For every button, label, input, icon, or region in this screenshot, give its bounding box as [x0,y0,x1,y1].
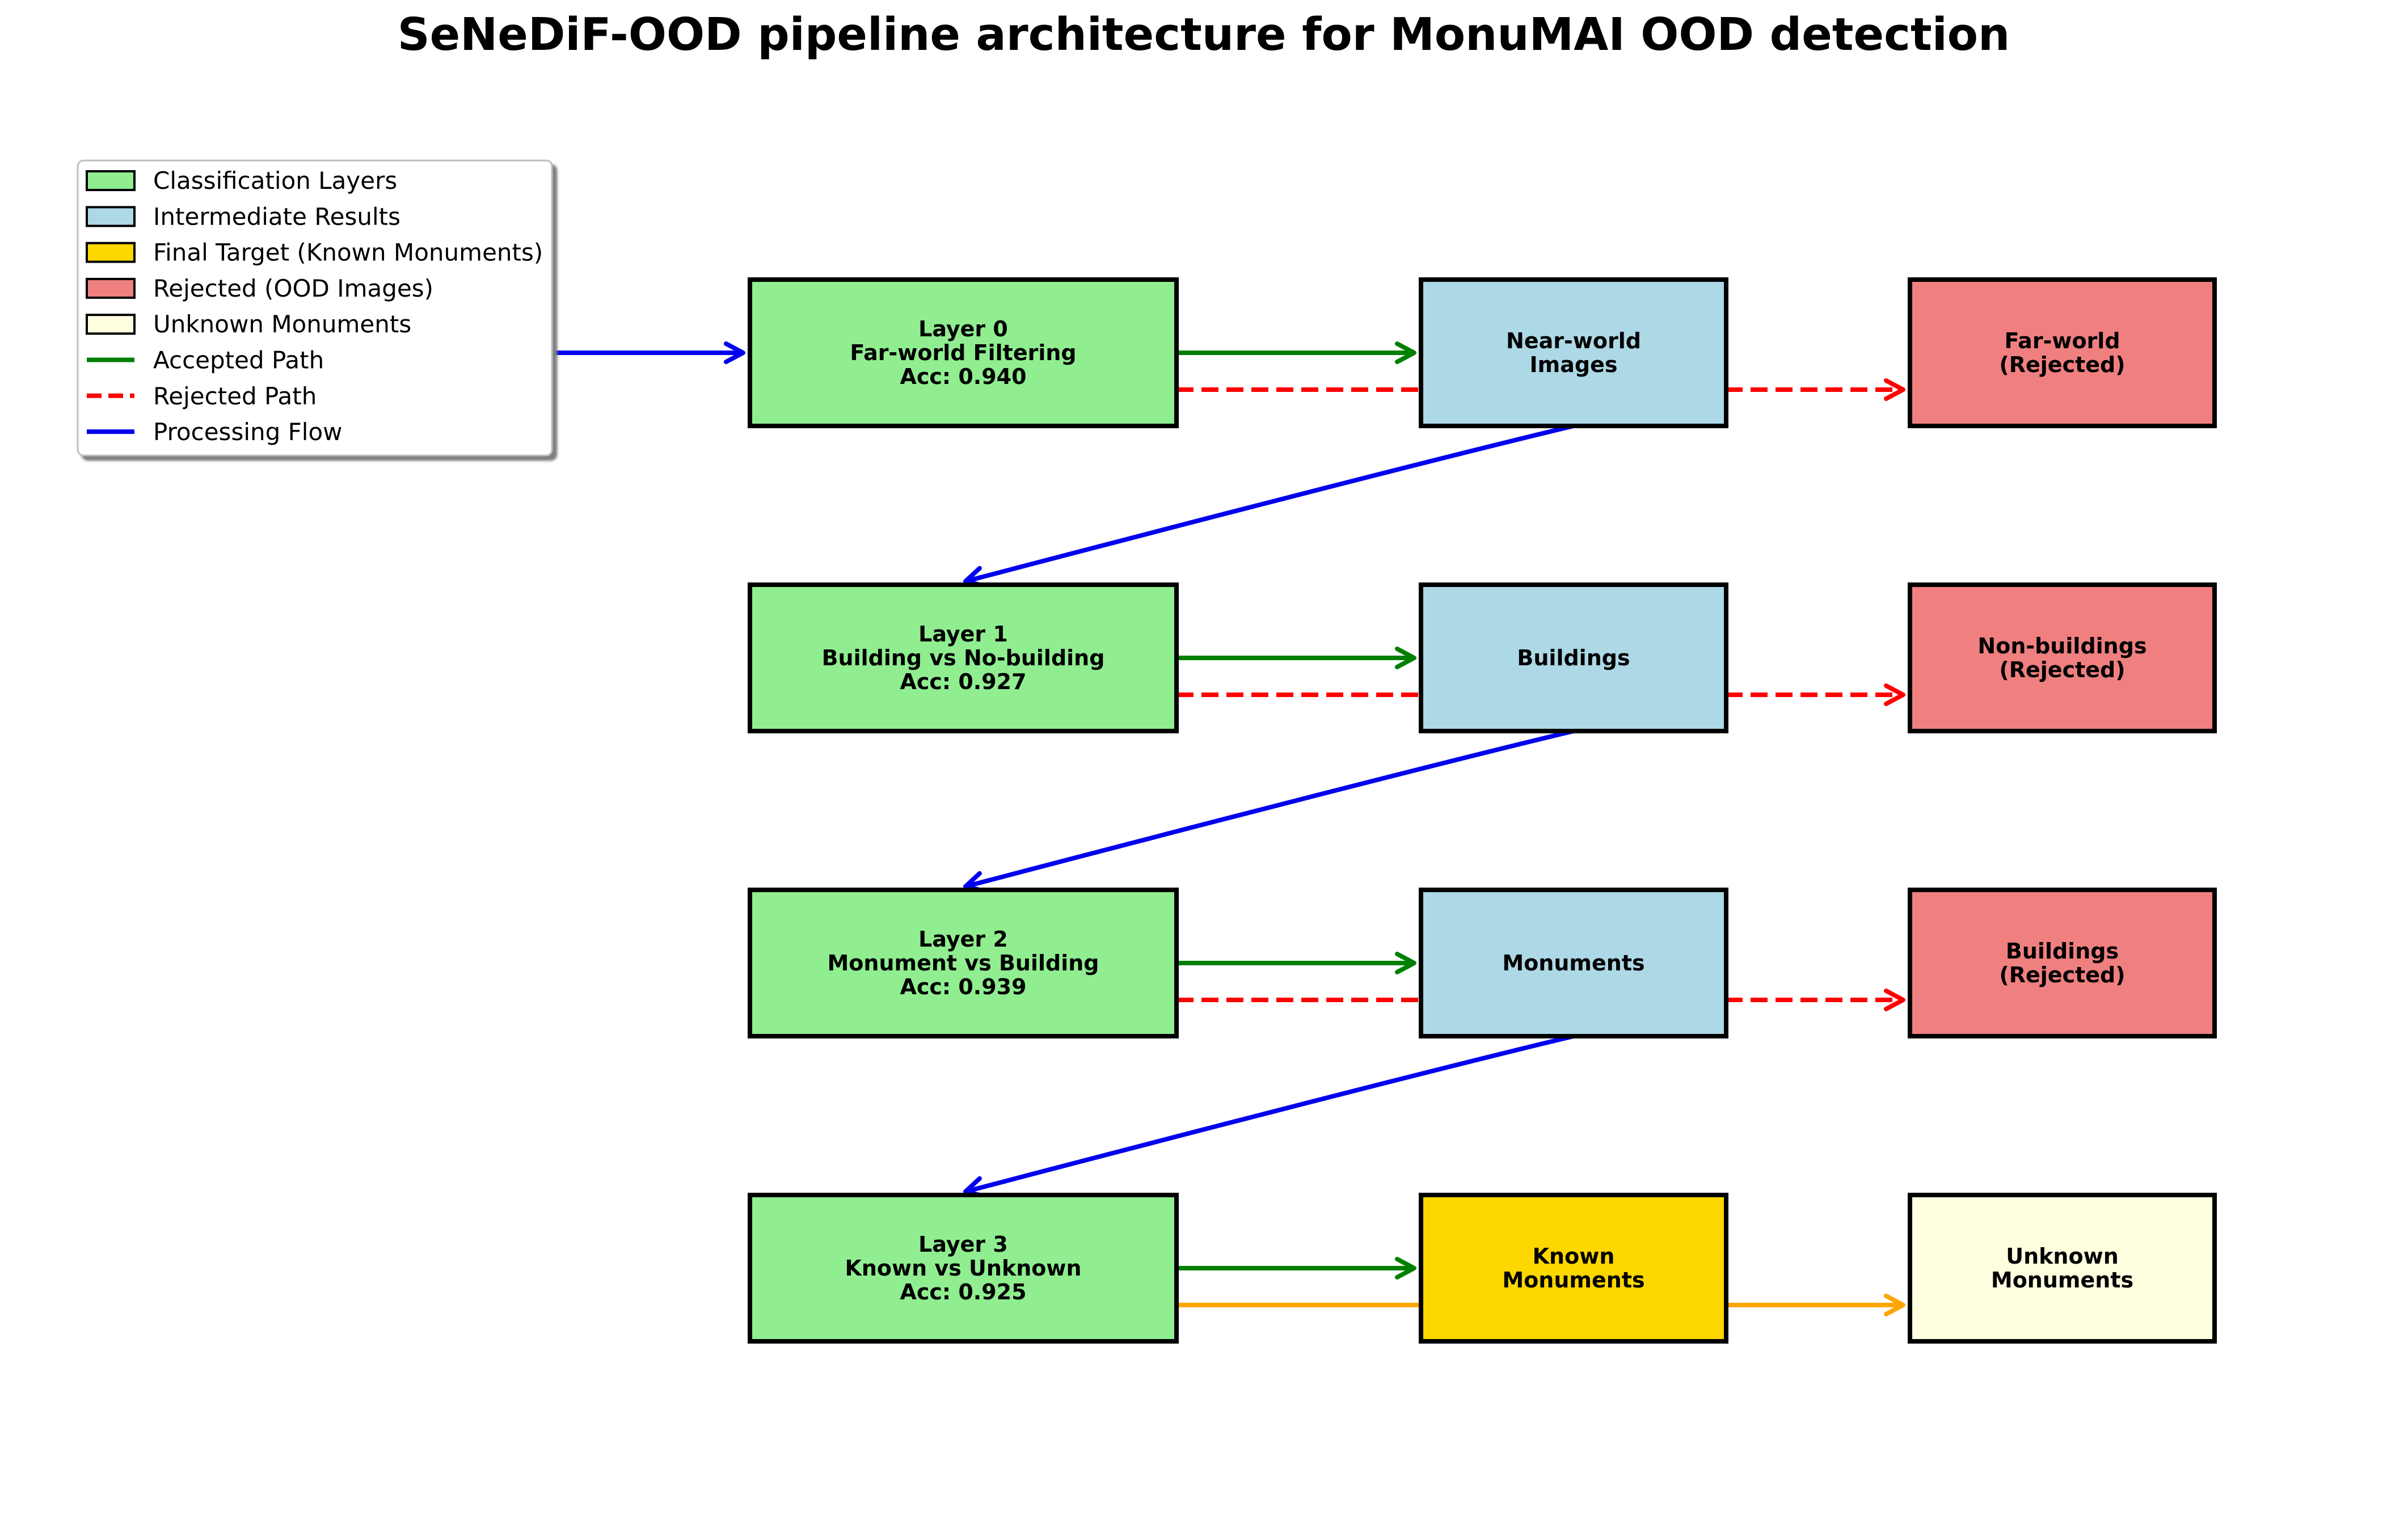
layer-box-3-rect [748,1193,1179,1344]
legend-item-4: Unknown Monuments [86,310,411,338]
layer-box-0-line-2: Acc: 0.940 [900,364,1026,389]
legend-label-4: Unknown Monuments [153,310,411,338]
legend-item-1: Intermediate Results [86,202,400,230]
result-box-3-line-0: Known [1533,1244,1615,1269]
result-box-2: Monuments [1419,888,1728,1038]
outcome-box-0: Far-world(Rejected) [1908,277,2217,428]
result-box-3-rect [1419,1193,1728,1344]
input-flow-arrow-head [724,341,745,364]
diagram-title: SeNeDiF-OOD pipeline architecture for Mo… [398,9,2010,61]
result-box-0-line-0: Near-world [1506,328,1641,353]
legend-label-7: Processing Flow [153,418,343,446]
accepted-path-arrow-0-head [1395,341,1416,364]
accepted-path-arrow-3-head [1395,1257,1416,1280]
processing-flow-arrow-1 [964,729,1574,889]
legend-swatch-2 [86,242,136,263]
result-box-1-rect [1419,582,1728,733]
layer-box-1-line-2: Acc: 0.927 [900,669,1026,694]
accepted-path-arrow-1-head [1395,647,1416,669]
processing-flow-arrow-0 [964,424,1574,584]
legend-item-0: Classification Layers [86,167,397,195]
result-box-0-line-1: Images [1530,352,1618,377]
outcome-box-2-rect [1908,888,2217,1038]
accepted-path-arrow-2-head [1395,952,1416,974]
layer-box-1-line-0: Layer 1 [918,622,1008,647]
layer-box-2-line-2: Acc: 0.939 [900,974,1026,999]
legend-label-1: Intermediate Results [153,202,400,230]
layer-box-2-rect [748,888,1179,1038]
layer-box-1-line-1: Building vs No-building [822,645,1105,670]
outcome-box-1-line-1: (Rejected) [1999,657,2125,682]
outcome-box-3-rect [1908,1193,2217,1344]
outcome-box-2-line-0: Buildings [2006,939,2119,964]
outcome-box-0-line-1: (Rejected) [1999,352,2125,377]
legend-item-6: Rejected Path [87,382,317,410]
legend-item-5: Accepted Path [87,347,324,374]
outcome-box-1: Non-buildings(Rejected) [1908,582,2217,733]
legend-swatch-4 [86,314,136,335]
outcome-box-2: Buildings(Rejected) [1908,888,2217,1038]
outcome-box-0-rect [1908,277,2217,428]
result-box-1-line-0: Buildings [1517,645,1630,670]
unknown-path-arrow-head [1884,1294,1905,1316]
result-box-2-line-0: Monuments [1502,951,1644,976]
layer-box-3-line-2: Acc: 0.925 [900,1280,1026,1304]
layer-box-0-rect [748,277,1179,428]
legend-item-2: Final Target (Known Monuments) [86,239,543,267]
legend-swatch-1 [86,206,136,227]
layer-box-3-line-1: Known vs Unknown [845,1256,1081,1281]
outcome-box-1-rect [1908,582,2217,733]
legend-label-0: Classification Layers [153,167,397,195]
layer-box-3-line-0: Layer 3 [918,1232,1008,1257]
legend-item-3: Rejected (OOD Images) [86,275,433,302]
legend-label-5: Accepted Path [153,347,324,374]
outcome-box-3-line-0: Unknown [2006,1244,2119,1269]
legend-swatch-3 [86,277,136,299]
result-box-3-line-1: Monuments [1502,1268,1644,1293]
result-box-0-rect [1419,277,1728,428]
legend-item-7: Processing Flow [87,418,343,446]
rejected-path-arrow-1-head [1884,683,1905,706]
outcome-box-1-line-0: Non-buildings [1977,634,2146,658]
layer-box-0-line-1: Far-world Filtering [850,340,1076,365]
layer-box-2-line-0: Layer 2 [918,927,1008,952]
outcome-box-3-line-1: Monuments [1991,1268,2133,1293]
result-box-1: Buildings [1419,582,1728,733]
arrows [553,341,1905,1316]
legend-label-2: Final Target (Known Monuments) [153,239,543,267]
legend-label-6: Rejected Path [153,382,317,410]
layer-box-0-line-0: Layer 0 [918,316,1008,341]
rejected-path-arrow-0-head [1884,378,1905,401]
processing-flow-arrow-2 [964,1034,1574,1194]
legend-frame [77,159,553,457]
layer-box-2-line-1: Monument vs Building [827,951,1099,976]
rejected-path-arrow-2-head [1884,989,1905,1011]
legend-swatch-0 [86,170,136,191]
result-box-2-rect [1419,888,1728,1038]
outcome-box-2-line-1: (Rejected) [1999,962,2125,987]
outcome-box-0-line-0: Far-world [2004,328,2120,353]
legend-label-3: Rejected (OOD Images) [153,275,433,302]
layer-box-1-rect [748,582,1179,733]
